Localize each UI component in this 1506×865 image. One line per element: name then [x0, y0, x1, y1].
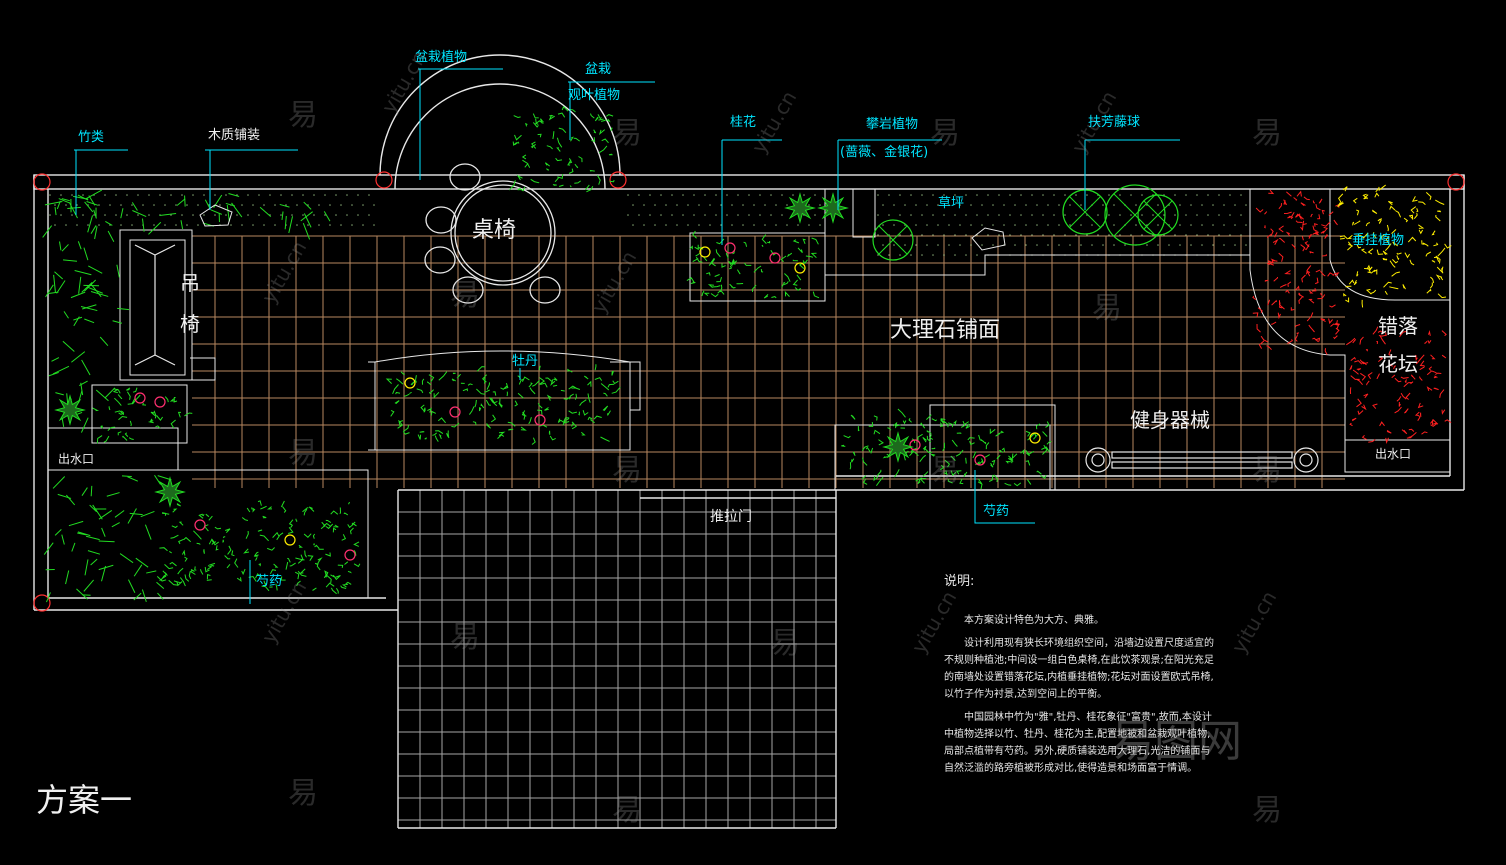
label-sliding-door: 推拉门: [710, 510, 752, 524]
notes-paragraph-1: 本方案设计特色为大方、典雅。: [944, 612, 1214, 629]
label-paeonia-right: 芍药: [983, 505, 1009, 518]
label-lawn: 草坪: [938, 197, 964, 210]
rock-features: [200, 205, 1005, 250]
watermark: 易: [612, 108, 642, 152]
label-bamboo: 竹类: [78, 131, 104, 144]
label-swing-chair-1: 吊: [180, 273, 200, 293]
paeonia-bed-left: [48, 470, 368, 598]
watermark: 易: [770, 618, 800, 662]
label-outlet-right: 出水口: [1375, 448, 1411, 460]
label-outlet-left: 出水口: [58, 453, 94, 465]
label-foliage-plants: 观叶植物: [568, 89, 620, 102]
notes-title: 说明:: [944, 573, 1214, 590]
label-osmanthus: 桂花: [730, 116, 756, 129]
watermark: 易: [930, 445, 960, 489]
watermark: 易: [612, 785, 642, 829]
fitness-equipment: [1086, 448, 1318, 472]
watermark: 易: [1252, 785, 1282, 829]
label-wood-paving: 木质铺装: [208, 129, 260, 142]
scheme-title: 方案一: [36, 784, 132, 816]
shrub-planting: [56, 107, 1451, 594]
swing-chair: [135, 245, 175, 365]
label-staggered-bed-1: 错落: [1378, 316, 1418, 336]
watermark: 易: [1252, 108, 1282, 152]
label-paeonia-left: 芍药: [256, 575, 282, 588]
watermark: 易: [930, 108, 960, 152]
label-climbing-plants: 攀岩植物: [866, 118, 918, 131]
watermark: 易: [288, 768, 318, 812]
watermark: 易: [288, 90, 318, 134]
label-peony: 牡丹: [512, 355, 538, 368]
watermark: 易: [1252, 445, 1282, 489]
label-marble-paving: 大理石铺面: [890, 320, 1000, 342]
watermark-brand: 易图网: [1110, 705, 1242, 769]
marble-paving-grid: [192, 236, 1345, 488]
label-table-chairs: 桌椅: [472, 220, 516, 242]
swing-chair-frame: [120, 230, 192, 380]
label-hanging-plants: 垂挂植物: [1352, 234, 1404, 247]
label-fitness: 健身器械: [1130, 410, 1210, 430]
watermark: 易: [612, 445, 642, 489]
watermark: 易: [288, 428, 318, 472]
planter-outlines: [48, 189, 1450, 598]
north-wall: [34, 175, 1464, 189]
label-staggered-bed-2: 花坛: [1378, 354, 1418, 374]
watermark: 易: [450, 612, 480, 656]
watermark: 易: [1092, 283, 1122, 327]
boundary-walls: [34, 55, 1464, 828]
label-potted: 盆栽: [585, 63, 611, 76]
label-swing-chair-2: 椅: [180, 314, 200, 334]
notes-paragraph-2: 设计利用现有狭长环境组织空间，沿墙边设置尺度适宜的不规则种植池;中间设一组白色桌…: [944, 635, 1214, 703]
watermark: 易: [450, 270, 480, 314]
label-climbing-sub: (蔷薇、金银花): [840, 146, 928, 159]
